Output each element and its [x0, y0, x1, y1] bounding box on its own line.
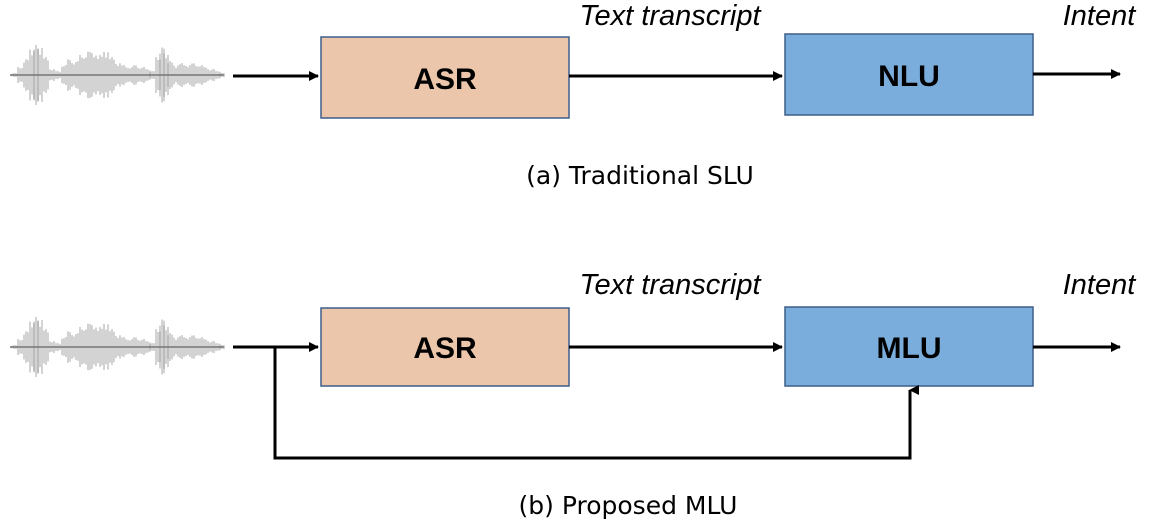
intent-label-a: Intent — [1063, 0, 1137, 32]
nlu-label: NLU — [878, 60, 940, 93]
audio-bypass-connector — [273, 347, 919, 460]
asr-label-b: ASR — [413, 332, 477, 365]
asr-box-b — [320, 307, 570, 387]
transcript-label-b: Text transcript — [579, 269, 762, 301]
waveform-a — [10, 45, 225, 105]
nlu-box — [784, 33, 1034, 116]
caption-a: (a) Traditional SLU — [526, 161, 754, 190]
mlu-label: MLU — [877, 332, 942, 365]
asr-label-a: ASR — [413, 63, 477, 96]
transcript-label-a: Text transcript — [579, 0, 762, 32]
intent-label-b: Intent — [1063, 269, 1137, 301]
waveform-b — [10, 317, 225, 377]
caption-b: (b) Proposed MLU — [519, 491, 738, 520]
mlu-box — [784, 306, 1034, 387]
